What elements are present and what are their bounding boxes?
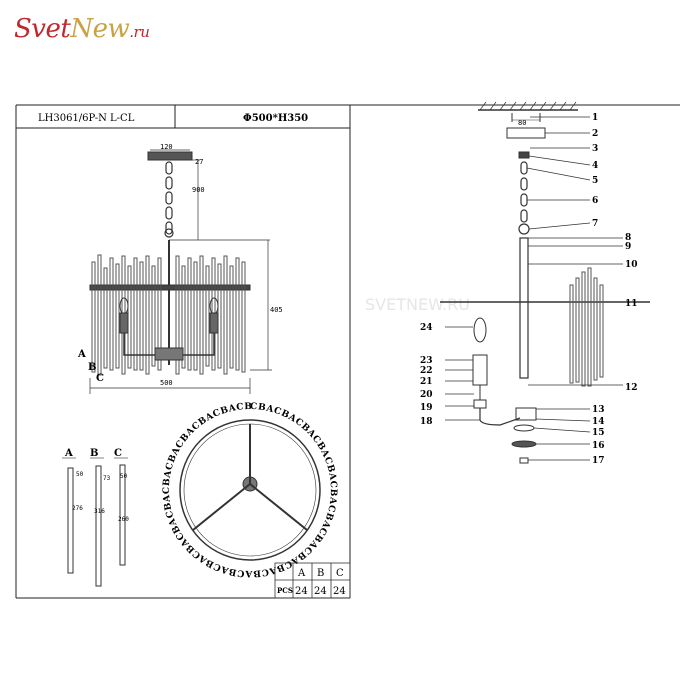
part-9: 9 bbox=[625, 242, 631, 252]
model-label: LH3061/6P-N L-CL bbox=[38, 113, 135, 124]
dim-body-height: 405 bbox=[270, 306, 283, 314]
part-1: 1 bbox=[592, 113, 598, 123]
pcs-value-b: 24 bbox=[314, 586, 327, 597]
pcs-value-c: 24 bbox=[333, 586, 346, 597]
pcs-header-a: A bbox=[297, 568, 306, 579]
part-12: 12 bbox=[625, 383, 638, 393]
logo-svet: Svet bbox=[14, 14, 71, 44]
part-2: 2 bbox=[592, 129, 598, 139]
part-20: 20 bbox=[420, 390, 433, 400]
crystal-c-length: 260 bbox=[118, 516, 129, 523]
crystal-detail bbox=[62, 457, 128, 587]
crystal-c-top: 50 bbox=[120, 473, 128, 480]
part-21: 21 bbox=[420, 377, 433, 387]
dim-chain-length: 900 bbox=[192, 186, 205, 194]
crystal-b-label: B bbox=[90, 448, 98, 459]
part-15: 15 bbox=[592, 428, 605, 438]
part-23: 23 bbox=[420, 356, 433, 366]
part-10: 10 bbox=[625, 260, 638, 270]
pcs-header-b: B bbox=[317, 568, 324, 579]
dim-diameter: 500 bbox=[160, 379, 173, 387]
chain bbox=[164, 161, 174, 238]
label-c: C bbox=[96, 373, 104, 384]
frame bbox=[15, 104, 680, 599]
crystal-a-label: A bbox=[64, 448, 73, 459]
part-18: 18 bbox=[420, 417, 433, 427]
pcs-value-a: 24 bbox=[295, 586, 308, 597]
part-19: 19 bbox=[420, 403, 433, 413]
crystal-a-length: 276 bbox=[72, 505, 83, 512]
crystal-a-top: 50 bbox=[76, 471, 84, 478]
logo-new: New bbox=[70, 14, 130, 44]
part-17: 17 bbox=[592, 456, 605, 466]
label-a: A bbox=[77, 349, 86, 360]
logo-domain: .ru bbox=[129, 23, 150, 41]
part-3: 3 bbox=[592, 144, 598, 154]
dim-top-height: 27 bbox=[195, 158, 203, 166]
crystal-b-length: 316 bbox=[94, 508, 105, 515]
part-16: 16 bbox=[592, 441, 605, 451]
top-view bbox=[179, 419, 321, 561]
part-4: 4 bbox=[592, 161, 598, 171]
part-7: 7 bbox=[592, 219, 598, 229]
part-numbers: 1 2 3 4 5 6 7 8 9 10 11 12 13 14 15 16 1… bbox=[420, 113, 638, 466]
part-5: 5 bbox=[592, 176, 598, 186]
part-6: 6 bbox=[592, 196, 598, 206]
dim-canopy-width: 80 bbox=[518, 119, 526, 127]
watermark: SVETNEW.RU bbox=[365, 295, 470, 314]
pcs-table bbox=[274, 562, 351, 599]
leader-lines bbox=[445, 116, 623, 461]
pcs-header-c: C bbox=[336, 568, 344, 579]
part-24: 24 bbox=[420, 323, 433, 333]
part-11: 11 bbox=[625, 299, 638, 309]
crystal-c-label: C bbox=[114, 448, 122, 459]
crystal-b-top: 73 bbox=[103, 475, 111, 482]
part-22: 22 bbox=[420, 366, 433, 376]
candle-right bbox=[209, 297, 219, 334]
canopy bbox=[147, 151, 193, 161]
brand-logo: SvetNew.ru bbox=[14, 14, 150, 44]
crystal-rods bbox=[91, 254, 246, 376]
label-b: B bbox=[88, 362, 96, 373]
part-14: 14 bbox=[592, 417, 605, 427]
dim-top-width: 120 bbox=[160, 143, 173, 151]
chandelier-front-view bbox=[89, 149, 272, 394]
pcs-label: PCS bbox=[277, 586, 293, 595]
size-label: Φ500*H350 bbox=[243, 113, 308, 124]
part-8: 8 bbox=[625, 233, 631, 243]
part-13: 13 bbox=[592, 405, 605, 415]
candle-left bbox=[119, 297, 129, 334]
